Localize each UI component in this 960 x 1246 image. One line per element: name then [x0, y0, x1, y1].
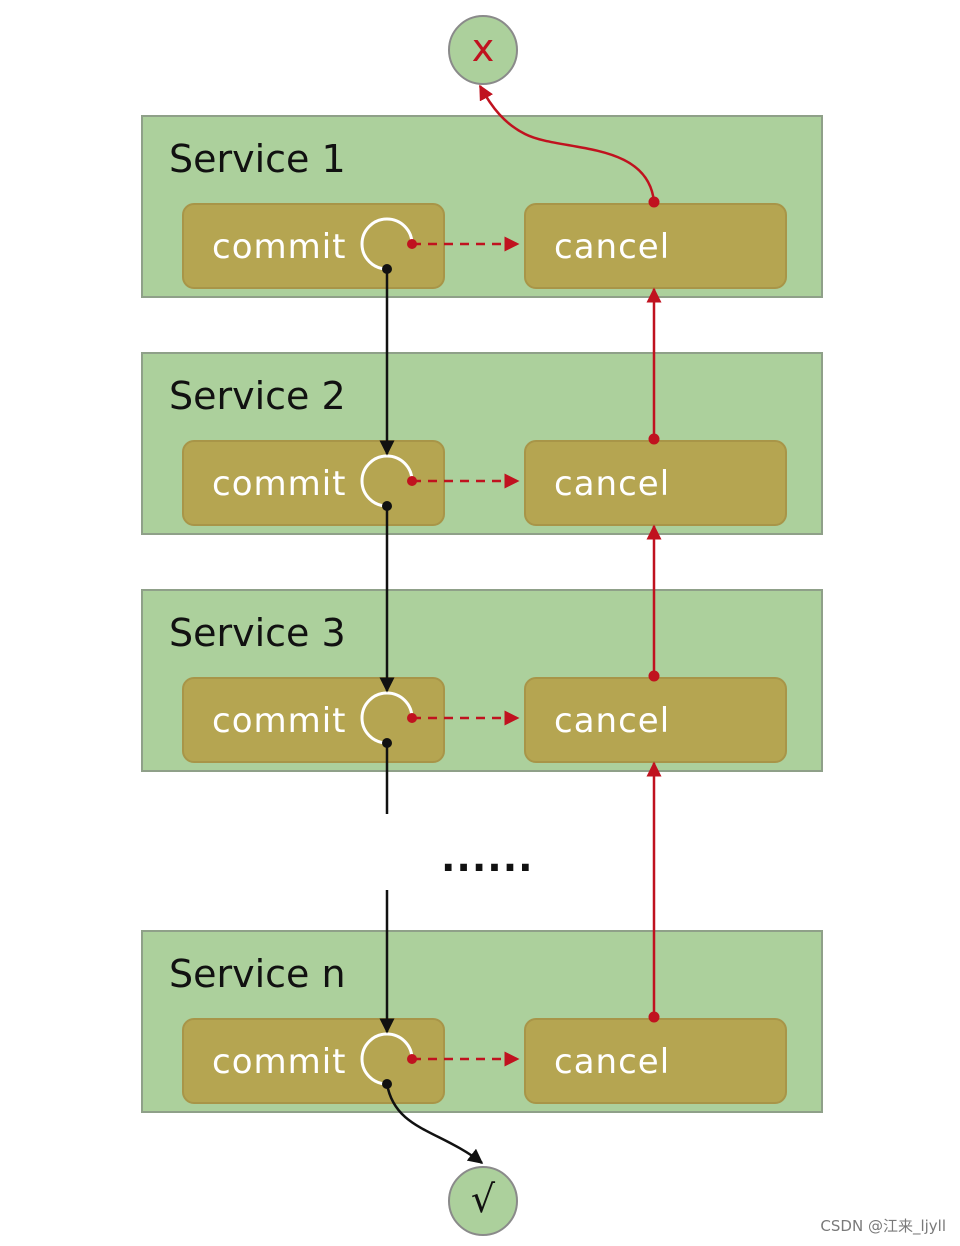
service-2-panel: Service 2 commit cancel — [141, 352, 823, 535]
service-3-commit-label: commit — [212, 701, 347, 741]
rollback-dot-n — [648, 1011, 660, 1023]
commit-dot-1 — [382, 264, 392, 274]
service-3-commit-box: commit — [182, 677, 445, 763]
compensate-dot-2 — [407, 476, 417, 486]
rollback-dot-2 — [648, 433, 660, 445]
service-1-panel: Service 1 commit cancel — [141, 115, 823, 298]
commit-ring-2 — [360, 454, 414, 508]
service-1-commit-label: commit — [212, 227, 347, 267]
service-n-commit-box: commit — [182, 1018, 445, 1104]
service-3-cancel-label: cancel — [554, 701, 671, 741]
commit-dot-n — [382, 1079, 392, 1089]
commit-ring-1 — [360, 217, 414, 271]
commit-dot-3 — [382, 738, 392, 748]
rollback-dot-1 — [648, 196, 660, 208]
rollback-dot-3 — [648, 670, 660, 682]
service-n-commit-label: commit — [212, 1042, 347, 1082]
compensate-dot-1 — [407, 239, 417, 249]
success-node: √ — [448, 1166, 518, 1236]
service-n-title: Service n — [169, 952, 346, 996]
commit-ring-n — [360, 1032, 414, 1086]
ellipsis: ...... — [441, 836, 534, 880]
rollback-flow-1-failure — [478, 84, 656, 203]
service-1-commit-box: commit — [182, 203, 445, 289]
service-3-title: Service 3 — [169, 611, 346, 655]
service-2-title: Service 2 — [169, 374, 346, 418]
service-n-cancel-label: cancel — [554, 1042, 671, 1082]
service-1-title: Service 1 — [169, 137, 346, 181]
service-2-cancel-box: cancel — [524, 440, 787, 526]
compensate-dot-n — [407, 1054, 417, 1064]
service-2-commit-box: commit — [182, 440, 445, 526]
compensate-dot-3 — [407, 713, 417, 723]
watermark: CSDN @江来_ljyll — [820, 1217, 946, 1235]
commit-flow-n-success — [385, 1083, 484, 1164]
service-n-cancel-box: cancel — [524, 1018, 787, 1104]
service-3-cancel-box: cancel — [524, 677, 787, 763]
service-3-panel: Service 3 commit cancel — [141, 589, 823, 772]
service-n-panel: Service n commit cancel — [141, 930, 823, 1113]
service-2-commit-label: commit — [212, 464, 347, 504]
service-2-cancel-label: cancel — [554, 464, 671, 504]
service-1-cancel-label: cancel — [554, 227, 671, 267]
commit-ring-3 — [360, 691, 414, 745]
failure-node: x — [448, 15, 518, 85]
commit-dot-2 — [382, 501, 392, 511]
